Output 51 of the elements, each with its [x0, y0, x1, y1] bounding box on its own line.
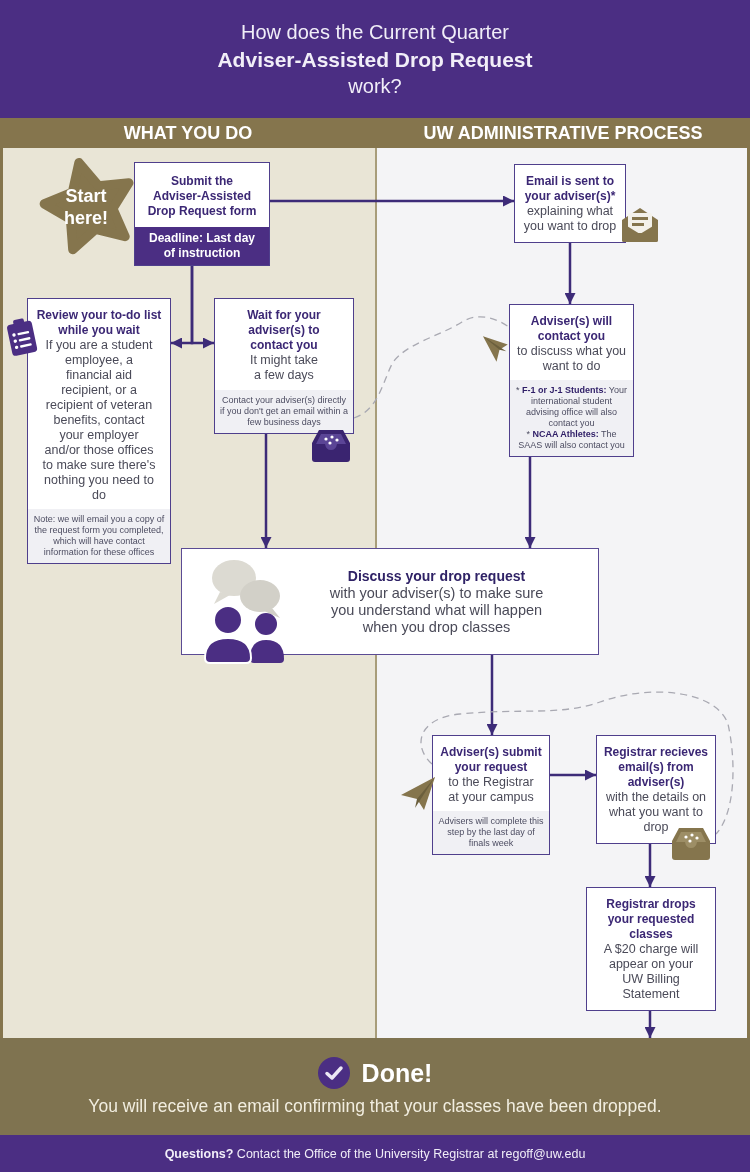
arrow [486, 655, 498, 735]
box-heading: Email is sent to your adviser(s)* [523, 173, 617, 204]
process-box [586, 887, 716, 1011]
box-heading: Wait for your adviser(s) to contact you [246, 307, 322, 353]
box-text: It might take a few days [248, 353, 320, 384]
process-box [214, 298, 354, 434]
box-heading: Adviser(s) will contact you [529, 313, 614, 344]
box-note: *NCAA Athletes: The SAAS will also contact you [510, 429, 633, 456]
title: How does the Current Quarter Adviser-Assisted Drop Request work? [216, 19, 534, 99]
process-box [514, 164, 626, 243]
lane-header: WHAT YOU DO [0, 118, 376, 148]
box-heading: Registrar drops your requested classes [605, 896, 697, 942]
box-heading: Adviser(s) submit your request [439, 744, 543, 775]
arrow [550, 769, 596, 781]
box-text: explaining what you want to drop [522, 204, 618, 235]
box-heading: Review your to-do list while you wait [35, 307, 163, 338]
box-note: Contact your adviser(s) directly if you don't get an email within a few business days [215, 390, 353, 433]
arrow [190, 266, 214, 349]
box-note: Advisers will complete this step by the last day of finals week [433, 811, 549, 854]
process-box [27, 298, 171, 564]
process-box [596, 735, 716, 844]
arrow [524, 457, 536, 548]
dashed-connector-line [353, 316, 510, 419]
star-label: Start here! [63, 185, 109, 229]
arrow [260, 434, 272, 548]
done-heading: Done! [361, 1057, 433, 1088]
done-message: You will receive an email confirming that your classes have been dropped. [88, 1094, 662, 1117]
box-text: to discuss what you want to do [515, 344, 628, 375]
dashed-connector-line [420, 691, 734, 835]
box-heading: Registrar recieves email(s) from adviser(s) [602, 744, 710, 790]
box-note: Note: we will email you a copy of the request form you completed, which will have contact information for these offices [28, 509, 170, 563]
arrow [564, 243, 576, 304]
box-text: If you are a student employee, a financial aid recipient, or a recipient of veteran benefits, contact your employer and/or those offices to make sure there's nothing you need to do [41, 338, 157, 504]
box-text: with your adviser(s) to make sure you understand what will happen when you drop classes [328, 585, 545, 636]
deadline-banner: Deadline: Last day of instruction [135, 227, 269, 265]
arrow [644, 844, 656, 887]
arrow [270, 195, 514, 207]
box-text: A $20 charge will appear on your UW Billing Statement [602, 942, 700, 1003]
process-box [509, 304, 634, 457]
process-box [134, 162, 270, 266]
arrow [644, 1011, 656, 1038]
footer-note: Questions? Contact the Office of the University Registrar at regoff@uw.edu [164, 1145, 586, 1162]
box-heading: Submit the Adviser-Assisted Drop Request form [146, 173, 258, 220]
lane-header: UW ADMINISTRATIVE PROCESS [376, 118, 750, 148]
box-text: to the Registrar at your campus [447, 775, 535, 806]
done-banner [0, 1038, 750, 1135]
box-text: with the details on what you want to drop [604, 790, 708, 836]
box-note: *F-1 or J-1 Students: Your international student advising office will also contact you [510, 380, 633, 429]
process-box [181, 548, 599, 655]
box-heading: Discuss your drop request [346, 567, 527, 585]
process-box [432, 735, 550, 855]
